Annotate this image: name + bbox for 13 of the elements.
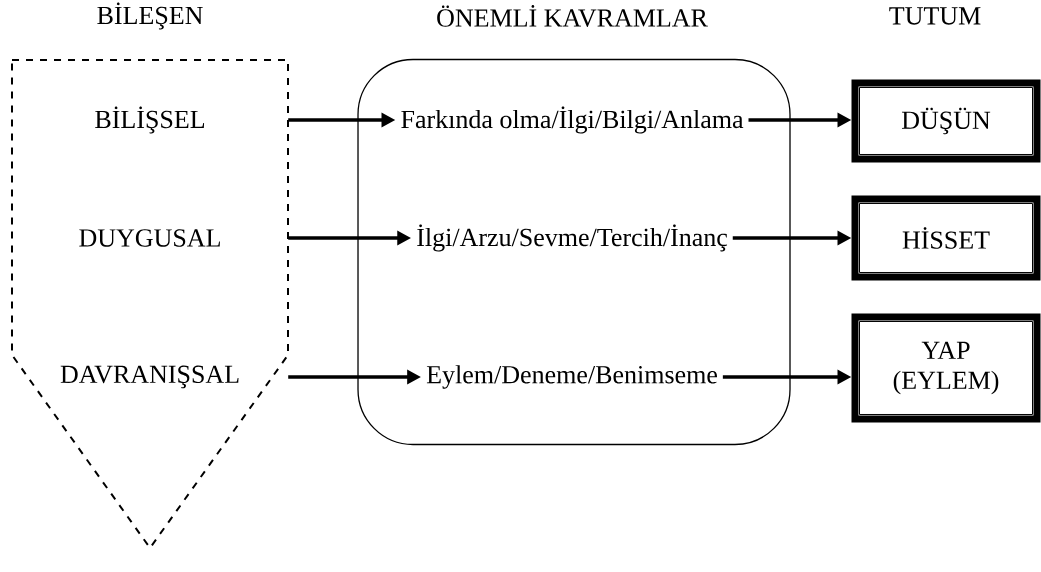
- double-border-box: HİSSET: [851, 195, 1041, 281]
- column-heading: BİLEŞEN: [97, 2, 203, 30]
- concept-label: Farkında olma/İlgi/Bilgi/Anlama: [401, 106, 744, 134]
- concept-label: Eylem/Deneme/Benimseme: [426, 365, 717, 389]
- column-heading: TUTUM: [889, 7, 981, 25]
- component-label: BİLİŞSEL: [95, 106, 205, 134]
- rounded-box: [357, 58, 791, 446]
- column-heading: ÖNEMLİ KAVRAMLAR: [437, 5, 708, 27]
- component-label: DAVRANIŞSAL: [60, 365, 239, 389]
- double-border-box: YAP (EYLEM): [851, 313, 1041, 423]
- component-label: DUYGUSAL: [79, 229, 220, 247]
- double-border-box: DÜŞÜN: [851, 79, 1041, 163]
- concept-label: İlgi/Arzu/Sevme/Tercih/İnanç: [417, 224, 728, 252]
